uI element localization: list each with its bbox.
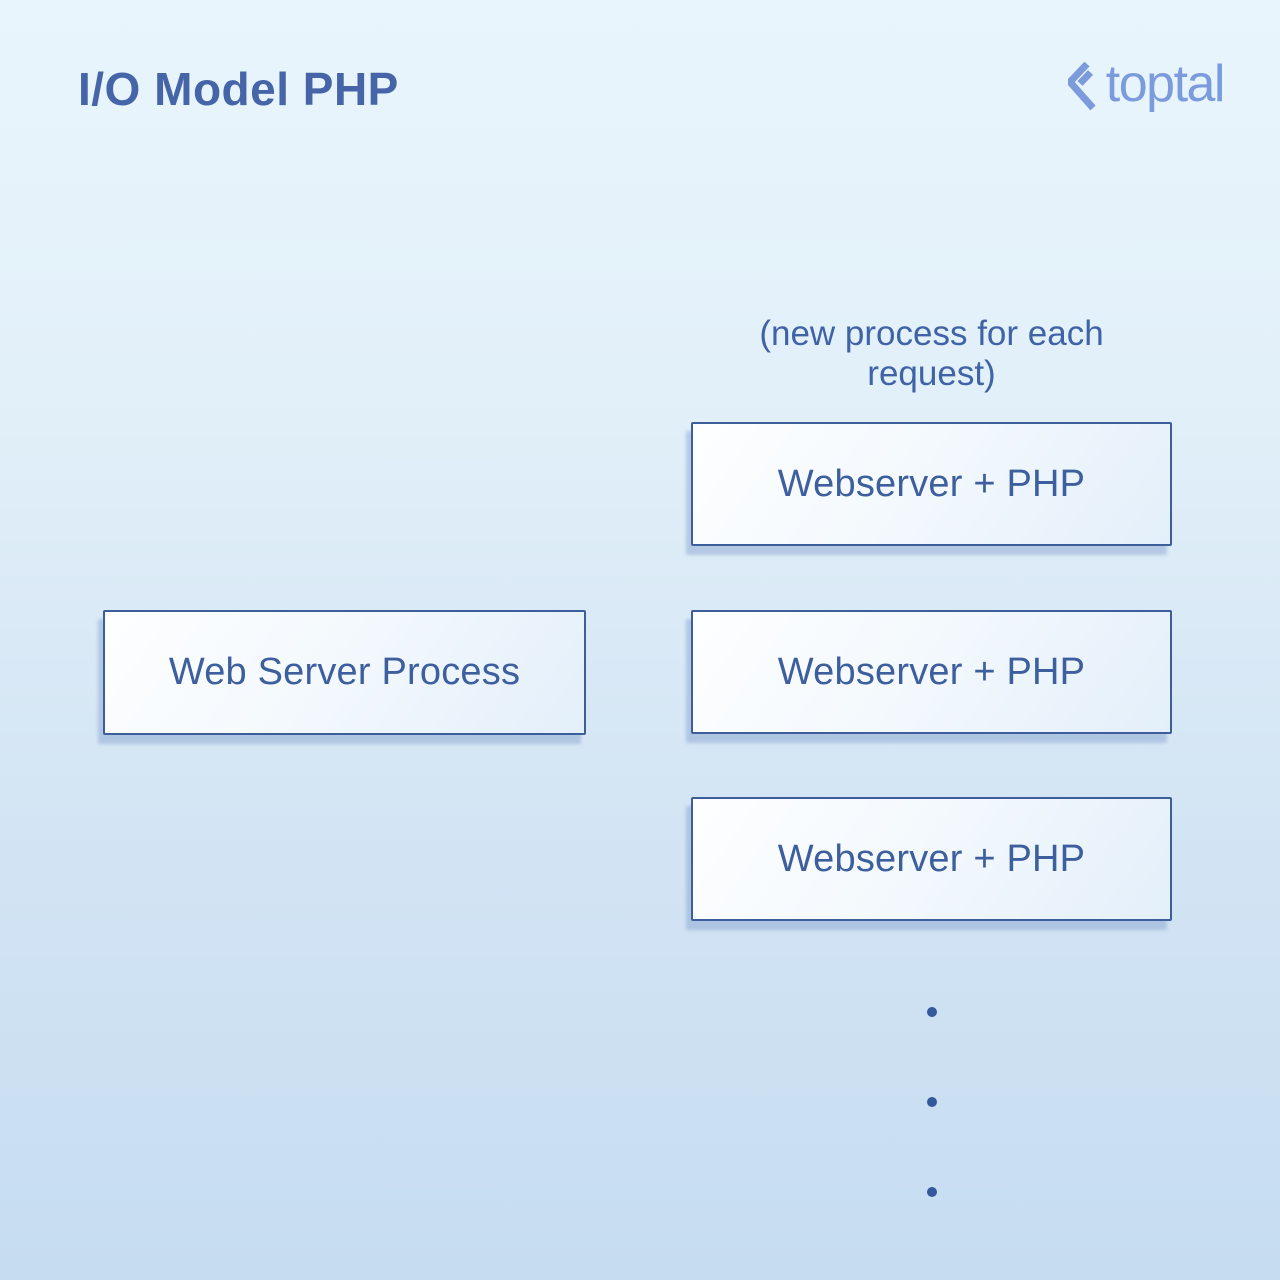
toptal-chevron-icon — [1067, 62, 1096, 111]
web-server-process-box: Web Server Process — [103, 610, 586, 735]
toptal-wordmark: toptal — [1105, 55, 1226, 113]
annotation-label: (new process for each request) — [759, 314, 1104, 393]
ellipsis-dot — [927, 1007, 937, 1017]
box-label: Webserver + PHP — [777, 650, 1086, 693]
toptal-logo: toptal — [1067, 55, 1226, 113]
box-label: Web Server Process — [168, 651, 521, 693]
webserver-php-box: Webserver + PHP — [691, 797, 1172, 921]
webserver-php-box: Webserver + PHP — [691, 610, 1172, 734]
box-label: Webserver + PHP — [777, 462, 1086, 505]
page-title: I/O Model PHP — [78, 63, 399, 115]
ellipsis-dot — [927, 1187, 937, 1197]
box-label: Webserver + PHP — [777, 837, 1086, 880]
webserver-php-box: Webserver + PHP — [691, 422, 1172, 546]
ellipsis-dot — [927, 1097, 937, 1107]
